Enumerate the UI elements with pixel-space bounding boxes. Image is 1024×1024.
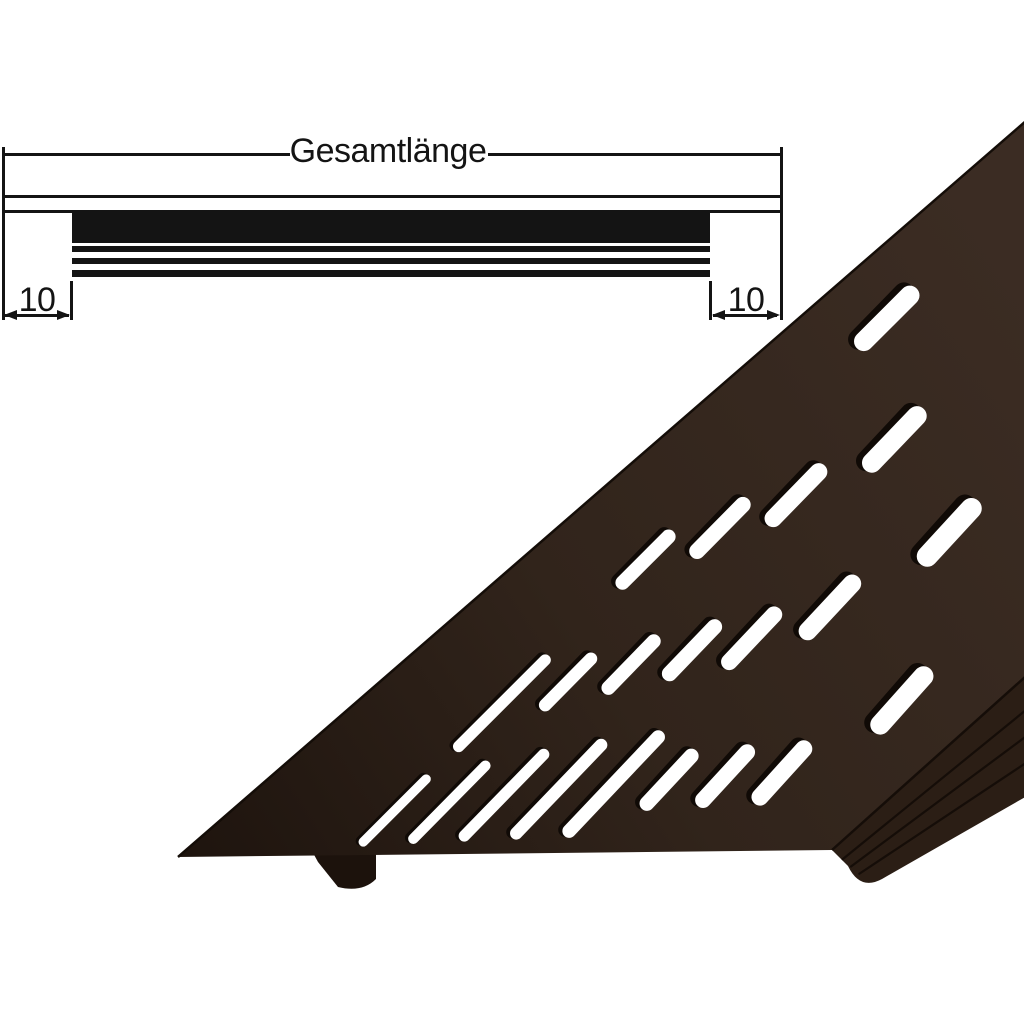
vent-slot (916, 497, 982, 567)
total-length-line-left (3, 153, 290, 156)
left-inset-arrow-line (5, 314, 69, 317)
fold-line (831, 676, 1024, 851)
right-inset-arrow-line (713, 314, 777, 317)
vent-slot (510, 738, 608, 840)
vent-slot (764, 463, 828, 528)
vent-slot (452, 654, 551, 753)
total-length-label: Gesamtlänge (289, 132, 487, 170)
vent-slot (562, 730, 665, 838)
right-inset-label: 10 (727, 281, 765, 319)
profile-rib (72, 258, 710, 264)
profile-rib (72, 270, 710, 277)
profile-rib (72, 246, 710, 252)
edge-groove (858, 762, 1024, 875)
vent-slot (615, 529, 676, 590)
vent-slot (854, 285, 920, 352)
arrowhead-icon (712, 310, 725, 320)
edge-groove (849, 736, 1024, 868)
vent-slot (695, 744, 756, 809)
arrowhead-icon (767, 310, 780, 320)
edge-groove (841, 710, 1024, 861)
total-length-line-right (488, 153, 782, 156)
extension-stub-right (709, 281, 712, 320)
vent-slot (408, 760, 491, 844)
vent-slot (870, 666, 934, 735)
vent-slot (751, 740, 813, 806)
grille-front-edge (832, 677, 1024, 883)
vent-slot (601, 634, 661, 695)
vent-slot (358, 774, 431, 847)
vent-slot (798, 574, 862, 641)
mounting-foot (312, 851, 376, 889)
vent-slot (861, 406, 927, 473)
vent-slot-group (355, 282, 982, 847)
vent-slot (689, 496, 751, 559)
vent-slot (721, 606, 783, 671)
profile-top-plate (2, 195, 783, 213)
grille-top-edge (177, 121, 1024, 858)
extension-line-left (2, 147, 5, 320)
extension-stub-left (70, 281, 73, 320)
arrowhead-icon (57, 310, 70, 320)
vent-slot (639, 748, 699, 811)
left-inset-label: 10 (18, 281, 56, 319)
profile-channel (72, 212, 710, 243)
arrowhead-icon (4, 310, 17, 320)
vent-slot (458, 748, 550, 842)
vent-slot (661, 619, 723, 682)
extension-line-right (780, 147, 783, 320)
vent-slot (538, 652, 598, 712)
